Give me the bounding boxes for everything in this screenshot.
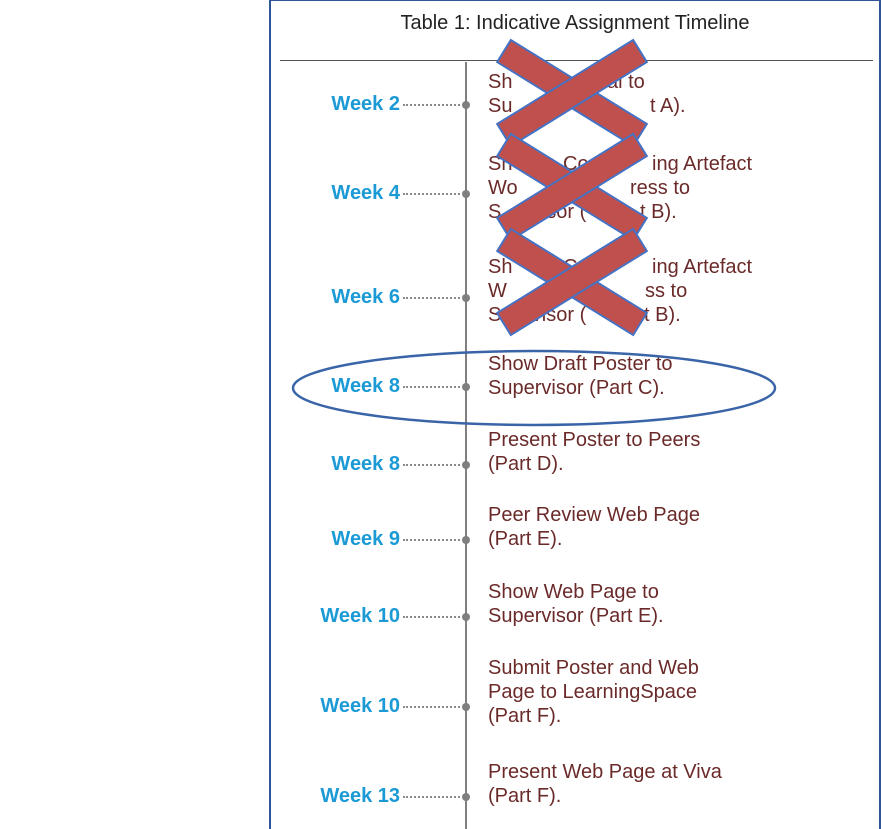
leader-dots xyxy=(403,706,460,708)
task-fragment: ing Artefact xyxy=(652,256,753,278)
timeline-node xyxy=(462,613,470,621)
leader-dots xyxy=(403,464,460,466)
cross-stroke xyxy=(495,227,649,337)
week-label: Week 8 xyxy=(331,375,400,397)
week-label: Week 10 xyxy=(320,605,400,627)
task-line: Supervisor (Part C). xyxy=(488,377,665,399)
task-line: (Part E). xyxy=(488,528,563,550)
task-fragment: Su xyxy=(488,95,513,117)
week-label: Week 9 xyxy=(331,528,400,550)
title-divider xyxy=(280,60,873,61)
week-label: Week 2 xyxy=(331,93,400,115)
timeline-node xyxy=(462,383,470,391)
timeline-node xyxy=(462,190,470,198)
task-line: Page to LearningSpace xyxy=(488,681,698,703)
task-fragment: Sh xyxy=(488,256,513,278)
task-line: (Part F). xyxy=(488,785,562,807)
task-fragment: W xyxy=(488,280,507,302)
task-fragment: ss to xyxy=(645,280,688,302)
leader-dots xyxy=(403,297,460,299)
task-fragment: t B). xyxy=(644,304,681,326)
cross-out-mark xyxy=(495,38,649,148)
task-line: (Part F). xyxy=(488,705,562,727)
task-line: Peer Review Web Page xyxy=(488,504,700,526)
task-line: Submit Poster and Web xyxy=(488,657,699,679)
task-line: Present Web Page at Viva xyxy=(488,761,722,783)
task-fragment: Sh xyxy=(488,71,513,93)
task-fragment: Wo xyxy=(488,177,518,199)
leader-dots xyxy=(403,104,460,106)
cross-out-mark xyxy=(495,132,649,242)
week-label: Week 8 xyxy=(331,453,400,475)
leader-dots xyxy=(403,539,460,541)
timeline-node xyxy=(462,101,470,109)
task-line: Supervisor (Part E). xyxy=(488,605,664,627)
task-fragment: ress to xyxy=(630,177,691,199)
timeline-spine xyxy=(465,62,467,829)
timeline-node xyxy=(462,536,470,544)
week-label: Week 10 xyxy=(320,695,400,717)
timeline-node xyxy=(462,703,470,711)
task-fragment: t B). xyxy=(640,201,677,223)
task-line: Present Poster to Peers xyxy=(488,429,701,451)
leader-dots xyxy=(403,386,460,388)
week-label: Week 4 xyxy=(331,182,400,204)
task-line: Show Web Page to xyxy=(488,581,659,603)
task-line: (Part D). xyxy=(488,453,564,475)
task-fragment: S xyxy=(488,304,502,326)
timeline-node xyxy=(462,461,470,469)
task-fragment: t A). xyxy=(650,95,686,117)
leader-dots xyxy=(403,616,460,618)
table-title: Table 1: Indicative Assignment Timeline xyxy=(400,12,750,34)
timeline-panel xyxy=(269,0,881,829)
leader-dots xyxy=(403,796,460,798)
timeline-node xyxy=(462,793,470,801)
week-label: Week 6 xyxy=(331,286,400,308)
task-fragment: ing Artefact xyxy=(652,153,753,175)
task-line: Show Draft Poster to xyxy=(488,353,673,375)
timeline-node xyxy=(462,294,470,302)
leader-dots xyxy=(403,193,460,195)
highlight-ellipse xyxy=(291,349,777,427)
week-label: Week 13 xyxy=(320,785,400,807)
cross-out-mark xyxy=(495,227,649,337)
